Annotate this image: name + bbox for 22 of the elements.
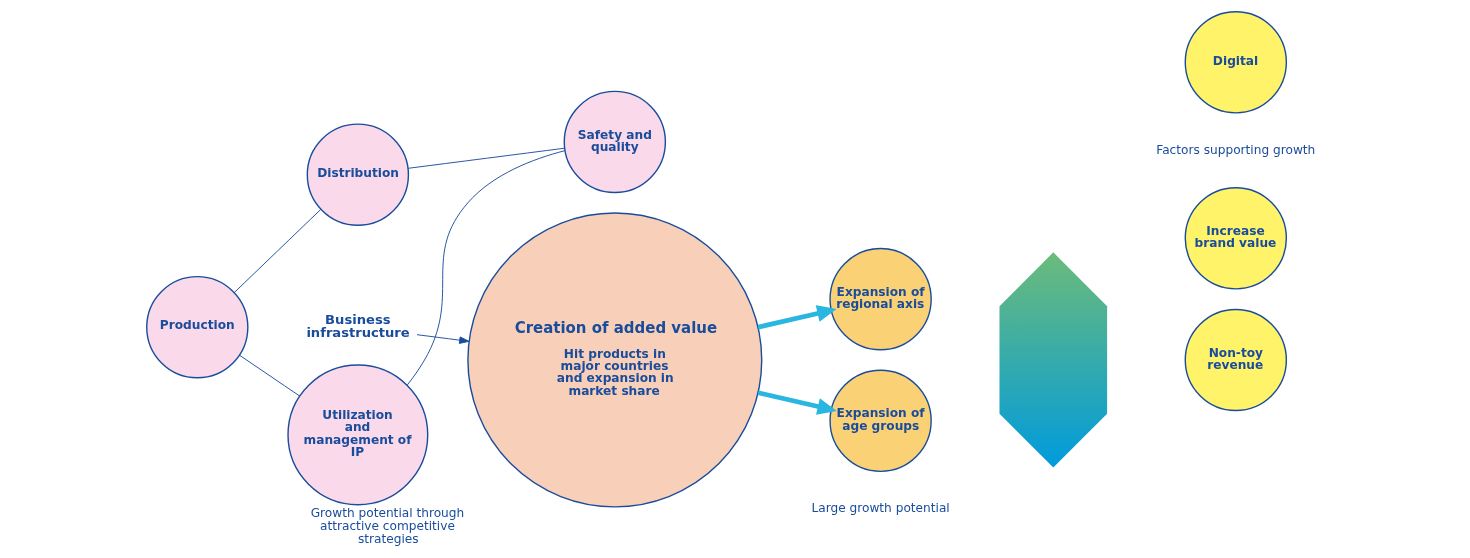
node-text: Business infrastructure xyxy=(305,311,410,340)
connector xyxy=(238,354,300,397)
node-circle: Expansion of age groups xyxy=(828,369,932,473)
node-circle: Distribution xyxy=(306,123,409,226)
node-circle: Digital xyxy=(1184,11,1287,114)
connector xyxy=(406,150,565,386)
node-circle: Utilization and management of IP xyxy=(286,364,428,506)
label: Large growth potential xyxy=(810,500,950,515)
arrow xyxy=(757,390,837,415)
label: Factors supporting growth xyxy=(1155,142,1315,157)
arrow xyxy=(757,305,837,330)
node-circle: Expansion of regional axis xyxy=(828,247,932,351)
node-circle: Non-toy revenue xyxy=(1184,308,1287,412)
connector xyxy=(233,208,321,294)
node-circle: Creation of added value Hit products in major countries and expansion in market share xyxy=(466,212,762,508)
node-circle: Increase brand value xyxy=(1184,187,1287,290)
node-circle: Production xyxy=(145,275,249,379)
node-label: Growth potential through attractive competitive strategies xyxy=(310,505,464,546)
arrow xyxy=(416,334,469,344)
node-hexagon xyxy=(999,252,1107,468)
node-circle: Safety and quality xyxy=(563,90,666,194)
connector xyxy=(407,147,565,169)
